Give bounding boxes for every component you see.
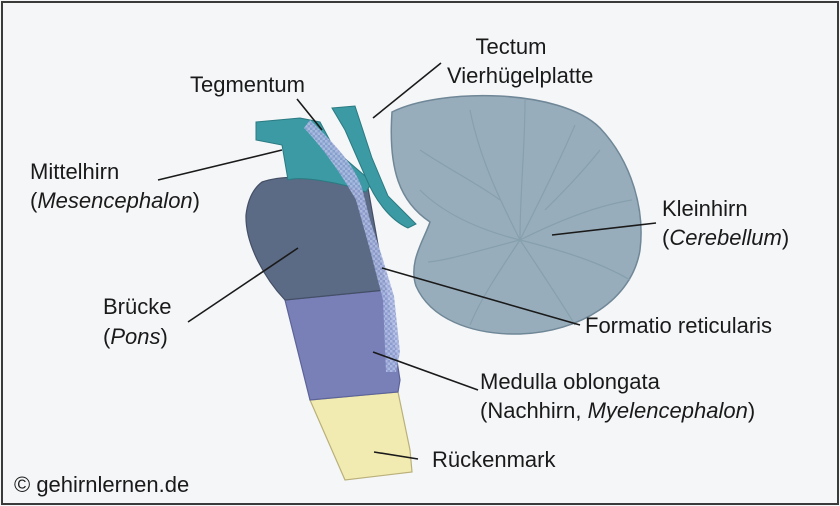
label-pons-line: (Pons) [103, 322, 168, 351]
label-tectum-group: Tectum [436, 32, 586, 61]
label-kleinhirn: Kleinhirn [662, 194, 748, 223]
label-vierhuegelplatte: Vierhügelplatte [447, 61, 593, 90]
label-formatio-reticularis: Formatio reticularis [585, 311, 772, 340]
label-mittelhirn: Mittelhirn [30, 157, 119, 186]
label-nachhirn: Nachhirn, [487, 398, 587, 423]
cerebellum-shape [391, 96, 641, 334]
label-cerebellum: Cerebellum [669, 225, 782, 250]
spinal-cord-shape [310, 392, 412, 480]
label-pons: Pons [110, 324, 160, 349]
label-tegmentum: Tegmentum [190, 70, 305, 99]
label-rueckenmark: Rückenmark [432, 445, 555, 474]
label-nachhirn-line: (Nachhirn, Myelencephalon) [480, 396, 755, 425]
label-myelencephalon: Myelencephalon [588, 398, 748, 423]
medulla-shape [285, 290, 400, 400]
label-tectum: Tectum [436, 32, 586, 61]
label-bruecke: Brücke [103, 292, 171, 321]
label-mesencephalon-line: (Mesencephalon) [30, 186, 200, 215]
mittelhirn-leader [158, 150, 282, 180]
label-mesencephalon: Mesencephalon [37, 188, 192, 213]
label-cerebellum-line: (Cerebellum) [662, 223, 789, 252]
pons-shape [246, 177, 386, 300]
copyright-notice: © gehirnlernen.de [14, 470, 189, 499]
label-medulla: Medulla oblongata [480, 367, 660, 396]
